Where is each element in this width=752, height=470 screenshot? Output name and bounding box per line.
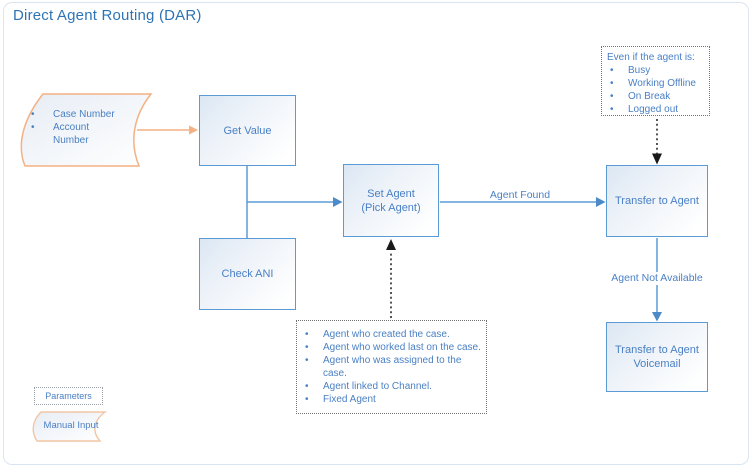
list-item: Agent who created the case. bbox=[297, 328, 484, 341]
note-bullet-list: Busy Working Offline On Break Logged out bbox=[602, 64, 707, 116]
bullet-icon bbox=[297, 341, 323, 354]
node-check-ani[interactable]: Check ANI bbox=[199, 238, 296, 310]
list-item: Logged out bbox=[602, 103, 707, 116]
node-label: Transfer to Agent bbox=[615, 195, 699, 207]
note-agent-status[interactable]: Even if the agent is: Busy Working Offli… bbox=[601, 46, 710, 116]
node-label: (Pick Agent) bbox=[361, 201, 421, 214]
list-item: Case Number bbox=[28, 108, 124, 121]
connector-rulesnote-to-setagent-arrowhead bbox=[386, 239, 396, 250]
list-item: Working Offline bbox=[602, 77, 707, 90]
node-label: Transfer to Agent bbox=[615, 344, 699, 356]
bullet-icon bbox=[602, 64, 628, 77]
node-label: Check ANI bbox=[221, 268, 274, 280]
list-item: Agent linked to Channel. bbox=[297, 380, 484, 393]
connector-setagent-to-transfer-arrowhead bbox=[596, 197, 606, 207]
bullet-icon bbox=[297, 354, 323, 367]
connector-transfer-to-voicemail-arrowhead bbox=[652, 312, 662, 322]
connector-statusnote-to-transfer-arrowhead bbox=[652, 153, 662, 165]
list-item: Fixed Agent bbox=[297, 393, 484, 406]
bullet-icon bbox=[602, 90, 628, 103]
node-label: Set Agent bbox=[367, 187, 415, 200]
bullet-icon bbox=[602, 103, 628, 116]
node-transfer-to-agent-voicemail[interactable]: Transfer to Agent Voicemail bbox=[606, 322, 708, 392]
node-transfer-to-agent[interactable]: Transfer to Agent bbox=[606, 165, 708, 237]
edge-label-agent-found: Agent Found bbox=[489, 189, 551, 201]
connector-manualinput-to-getvalue-arrowhead bbox=[189, 125, 198, 135]
bullet-icon bbox=[297, 328, 323, 341]
edge-label-agent-not-available: Agent Not Available bbox=[604, 272, 710, 285]
legend-parameters[interactable]: Parameters bbox=[34, 387, 103, 405]
bullet-icon bbox=[297, 380, 323, 393]
bullet-icon bbox=[602, 77, 628, 90]
bullet-icon bbox=[28, 108, 53, 121]
note-bullet-list: Agent who created the case. Agent who wo… bbox=[297, 328, 484, 406]
list-item: Account Number bbox=[28, 121, 124, 147]
legend-manual-input-label: Manual Input bbox=[43, 420, 99, 431]
bullet-icon bbox=[297, 393, 323, 406]
note-pick-agent-rules[interactable]: Agent who created the case. Agent who wo… bbox=[296, 320, 487, 414]
node-label: Get Value bbox=[223, 124, 272, 137]
bullet-icon bbox=[28, 121, 53, 134]
node-get-value[interactable]: Get Value bbox=[199, 95, 296, 166]
node-label: Voicemail bbox=[633, 358, 681, 370]
list-item: Agent who worked last on the case. bbox=[297, 341, 484, 354]
legend-manual-input-shape[interactable] bbox=[32, 411, 108, 442]
manual-input-bullet-list[interactable]: Case Number Account Number bbox=[28, 108, 124, 147]
node-set-agent[interactable]: Set Agent (Pick Agent) bbox=[343, 164, 439, 237]
legend-parameters-label: Parameters bbox=[45, 391, 92, 401]
list-item: Agent who was assigned to the case. bbox=[297, 354, 484, 380]
list-item: Busy bbox=[602, 64, 707, 77]
page-title: Direct Agent Routing (DAR) bbox=[13, 7, 202, 24]
connector-branch-to-setagent-arrowhead bbox=[333, 197, 343, 207]
note-title: Even if the agent is: bbox=[607, 52, 695, 63]
list-item: On Break bbox=[602, 90, 707, 103]
